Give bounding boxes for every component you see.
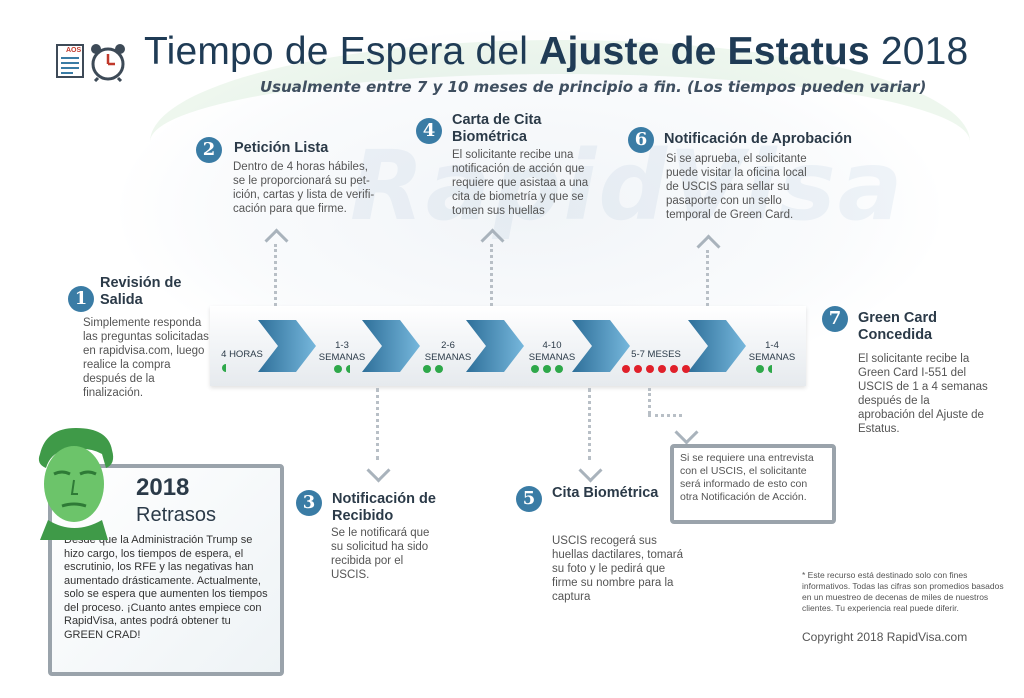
chevron-5 xyxy=(688,320,746,372)
connector-line xyxy=(648,388,651,414)
interview-note-box: Si se requiere una entrevista con el USC… xyxy=(670,444,836,524)
green-dot xyxy=(543,365,551,373)
arrow-down-icon xyxy=(578,458,603,483)
green-dot xyxy=(756,365,764,373)
step-desc-3: Se le notificará que su solicitud ha sid… xyxy=(331,527,430,581)
segment-label-2: 1-3 SEMANAS xyxy=(318,340,366,363)
segment-label-6: 1-4 SEMANAS xyxy=(748,340,796,363)
green-dot xyxy=(435,365,443,373)
segment-label-3: 2-6 SEMANAS xyxy=(424,340,472,363)
partial-dot xyxy=(346,365,350,373)
red-dot xyxy=(682,365,690,373)
connector-line xyxy=(274,244,277,306)
segment-dots-6 xyxy=(744,365,784,373)
green-dot xyxy=(334,365,342,373)
green-dot xyxy=(531,365,539,373)
arrow-down-icon xyxy=(366,458,391,483)
alarm-clock-icon xyxy=(88,42,128,83)
partial-dot xyxy=(768,365,772,373)
step-number-7: 7 xyxy=(822,306,848,332)
connector-line xyxy=(490,244,493,306)
delays-box: 2018 Retrasos Desde que la Administració… xyxy=(48,464,284,676)
red-dot xyxy=(658,365,666,373)
step-number-4: 4 xyxy=(416,118,442,144)
connector-line xyxy=(706,250,709,306)
arrow-down-icon xyxy=(674,420,699,445)
step-title-4: Carta de Cita Biométrica xyxy=(452,112,542,145)
step-title-6: Notificación de Aprobación xyxy=(664,131,852,147)
step-number-2: 2 xyxy=(196,137,222,163)
step-title-3: Notificación de Recibido xyxy=(332,491,436,524)
step-title-1: Revisión de Salida xyxy=(100,275,182,308)
chevron-1 xyxy=(258,320,316,372)
connector-line xyxy=(648,414,682,417)
step-desc-6: Si se aprueba, el solicitante puede visi… xyxy=(666,153,807,221)
step-number-5: 5 xyxy=(516,486,542,512)
connector-line xyxy=(588,388,591,460)
step-desc-4: El solicitante recibe una notificación d… xyxy=(452,149,589,217)
watermark-logo: RapidVisa xyxy=(350,130,905,242)
segment-label-4: 4-10 SEMANAS xyxy=(528,340,576,363)
segment-dots-5 xyxy=(616,365,696,373)
chevron-2 xyxy=(362,320,420,372)
step-desc-2: Dentro de 4 horas hábiles, se le proporc… xyxy=(233,161,375,215)
segment-dots-1 xyxy=(214,364,234,372)
segment-dots-3 xyxy=(418,365,448,373)
timeline-chevrons xyxy=(258,320,746,372)
step-number-1: 1 xyxy=(68,286,94,312)
delays-body: Desde que la Administración Trump se hiz… xyxy=(64,534,268,641)
interview-note: Si se requiere una entrevista con el USC… xyxy=(680,452,814,503)
partial-dot xyxy=(222,364,226,372)
segment-label-5: 5-7 MESES xyxy=(631,349,681,360)
step-title-7: Green Card Concedida xyxy=(858,310,937,343)
step-desc-7: El solicitante recibe la Green Card I-55… xyxy=(858,353,988,435)
red-dot xyxy=(670,365,678,373)
step-title-2: Petición Lista xyxy=(234,140,329,156)
page-title: Tiempo de Espera del Ajuste de Estatus 2… xyxy=(144,30,969,73)
step-title-5: Cita Biométrica xyxy=(552,485,659,501)
copyright: Copyright 2018 RapidVisa.com xyxy=(802,630,968,644)
segment-dots-2 xyxy=(312,365,372,373)
chevron-4 xyxy=(572,320,630,372)
delays-title: Retrasos xyxy=(136,504,217,526)
footnote: * Este recurso está destinado solo con f… xyxy=(802,570,1004,613)
step-number-3: 3 xyxy=(296,490,322,516)
segment-label-1: 4 HORAS xyxy=(221,349,263,360)
step-desc-1: Simplemente responda las preguntas solic… xyxy=(83,317,209,399)
chevron-3 xyxy=(466,320,524,372)
green-dot xyxy=(423,365,431,373)
step-number-6: 6 xyxy=(628,127,654,153)
red-dot xyxy=(634,365,642,373)
red-dot xyxy=(646,365,654,373)
segment-dots-4 xyxy=(522,365,572,373)
step-desc-5: USCIS recogerá sus huellas dactilares, t… xyxy=(552,535,684,603)
page-subtitle: Usualmente entre 7 y 10 meses de princip… xyxy=(260,78,927,96)
connector-line xyxy=(376,388,379,460)
document-icon: AOS xyxy=(56,44,84,78)
trump-portrait-illustration xyxy=(28,424,118,540)
green-dot xyxy=(555,365,563,373)
delays-year: 2018 xyxy=(136,474,190,501)
red-dot xyxy=(622,365,630,373)
doc-icon-label: AOS xyxy=(66,47,82,54)
